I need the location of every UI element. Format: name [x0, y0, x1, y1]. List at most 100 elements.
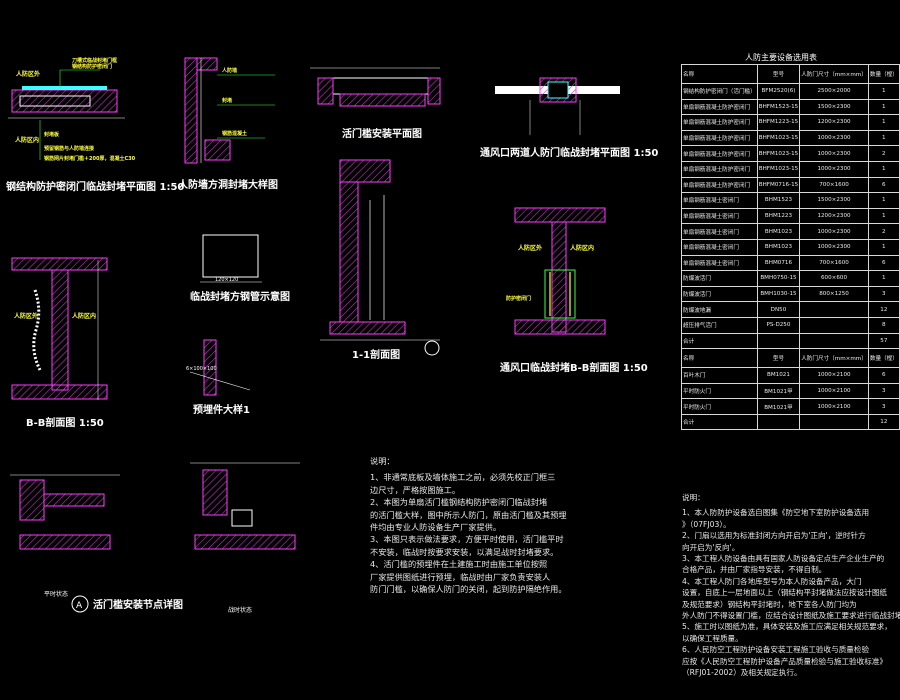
title-section-11: 1-1剖面图 [352, 348, 400, 361]
notes-left-line: 的活门槛大样，图中所示人防门，原由活门槛及其预埋 [370, 509, 567, 520]
table-cell: 1 [867, 114, 900, 131]
title-steel-door-plan: 钢结构防护密闭门临战封堵平面图 1:50 [6, 180, 184, 193]
table-cell: 单扇钢筋混凝土防护密闭门 [681, 176, 758, 194]
table-cell: 单扇钢筋混凝土密闭门 [681, 254, 758, 272]
table-cell: 1 [867, 83, 900, 100]
table-cell: 8 [867, 316, 900, 334]
table-cell: 单扇钢筋混凝土密闭门 [681, 192, 758, 209]
table-cell: 2 [867, 145, 900, 162]
notes-left-line: 厂家提供图纸进行预埋，临战时由厂家负责安装人 [370, 571, 551, 582]
table-cell: 1 [867, 98, 900, 116]
notes-right-line: 2、门扇以选用为标准封闭方向开启为'正向'，逆时针方 [682, 531, 866, 541]
table-cell: 1200×2300 [799, 114, 869, 131]
notes-right-line: 1、本人防防护设备选自图集《防空地下室防护设备选用 [682, 508, 870, 518]
header-cell: 型号 [756, 348, 801, 369]
label-tag3: 钢筋网片封堵门槛＋200厚，混凝土C30 [44, 155, 136, 162]
notes-right-heading: 说明： [682, 493, 705, 502]
table-cell: BM1021 [756, 367, 801, 384]
table-cell: BHFM1023-15 [756, 160, 801, 178]
table-cell: 1 [867, 207, 900, 225]
notes-left-heading: 说明： [370, 456, 395, 466]
table-cell: 单扇钢筋混凝土防护密闭门 [681, 114, 758, 131]
label-flat-state: 平时状态 [44, 590, 68, 598]
title-square-tube: 临战封堵方钢管示意图 [190, 290, 290, 303]
notes-right-line: 及规范要求）钢结构平封堵时，地下室各人防门均为 [682, 599, 857, 609]
table-cell: 1000×2300 [799, 223, 869, 240]
notes-right-line: （RFJ01-2002）及相关规定执行。 [682, 668, 802, 678]
subtotal-cell: 合计 [681, 332, 758, 350]
table-cell: BHM0716 [756, 254, 801, 272]
table-cell: 1 [867, 270, 900, 287]
table-cell: 1500×2300 [799, 98, 869, 116]
table-cell: BMH1030-15 [756, 285, 801, 303]
table-cell: BHM1023 [756, 238, 801, 256]
table-cell: 800×1250 [799, 285, 869, 303]
vent-plan: 通风口两道人防门临战封堵平面图 1:50 [480, 77, 658, 159]
table-cell: BHFM1223-15 [756, 114, 801, 131]
notes-left-line: 防门门槛，以确保人防门的关闭，起到防护隔绝作用。 [370, 584, 567, 595]
table-cell: 单扇钢筋混凝土防护密闭门 [681, 145, 758, 162]
label-civil-area: 人防区外 [16, 70, 40, 78]
table-cell: PS-D250 [756, 316, 801, 334]
table-cell: BHFM1023-15 [756, 145, 801, 162]
table-cell: BHM1223 [756, 207, 801, 225]
label-vent-inner: 人防区内 [570, 244, 594, 252]
table-cell: 6 [867, 176, 900, 194]
title-vent-section: 通风口临战封堵B-B剖面图 1:50 [500, 361, 648, 374]
table-cell: 1 [867, 160, 900, 178]
label-plate-size: 6×100×100 [186, 366, 217, 372]
table-cell: 防爆波活门 [681, 285, 758, 303]
notes-left-line: 边尺寸，严格按图施工。 [370, 484, 461, 495]
notes-left-line: 3、本图只表示做法要求，方便平时使用，活门槛平时 [370, 534, 564, 545]
table-cell: 3 [867, 398, 900, 415]
notes-left-line: 不安装，临战时按要求安装，以满足战时封堵要求。 [370, 546, 559, 557]
notes-left-line: 件均由专业人防设备生产厂家提供。 [370, 522, 502, 533]
label-vent-door: 防护密闭门 [506, 295, 531, 302]
table-cell: 防爆波地漏 [681, 301, 758, 318]
label-layer: 钢筋混凝土 [222, 130, 247, 137]
notes-right: 说明： 1、本人防防护设备选自图集《防空地下室防护设备选用 》（07FJ03）。… [682, 492, 900, 679]
header-cell: 数量（樘） [867, 348, 900, 369]
notes-right-line: 5、施工时以图纸为准，具体安装及施工应满足相关规范要求， [682, 622, 892, 632]
table-cell: BHM1023 [756, 223, 801, 240]
table-cell: BM1021甲 [756, 382, 801, 400]
label-tag1: 钢结构防护密闭门 [72, 63, 112, 70]
label-note-box: 刀槽式临战封堵门框 [72, 57, 117, 64]
table-cell: 1000×2300 [799, 160, 869, 178]
table-cell: 单扇钢筋混凝土密闭门 [681, 238, 758, 256]
label-inner-area: 人防区内 [15, 136, 39, 144]
wall-detail: 人防墙 封堵 钢筋混凝土 人防墙方洞封堵大样图 [178, 57, 278, 191]
table-cell: BMH0750-15 [756, 270, 801, 287]
table-cell: 700×1600 [799, 254, 869, 272]
table-cell: 6 [867, 254, 900, 272]
label-size: 120×120 [215, 277, 238, 283]
equipment-table: 名称型号人防门尺寸（mm×mm）数量（樘）备注钢结构防护密闭门（活门槛）BFM2… [681, 64, 900, 431]
notes-left-line: 1、非通常底板及墙体施工之前，必须先校正门框三 [370, 472, 556, 483]
table-cell: 1500×2300 [799, 192, 869, 209]
table-cell: 12 [867, 301, 900, 318]
title-vent-plan: 通风口两道人防门临战封堵平面图 1:50 [480, 146, 658, 159]
table-cell: 1000×2300 [799, 129, 869, 147]
table-cell: BHM1523 [756, 192, 801, 209]
header-cell: 名称 [681, 64, 758, 84]
table-cell [799, 316, 869, 334]
label-wall: 人防墙 [221, 67, 237, 74]
square-tube: 120×120 临战封堵方钢管示意图 [190, 234, 290, 303]
notes-right-line: 外人防门不得设置门槛，应结合设计图纸及施工要求进行临战封堵施工。 [682, 611, 900, 621]
steel-door-plan: 人防区外 刀槽式临战封堵门框 钢结构防护密闭门 人防区内 封堵板 预留钢筋与人防… [6, 57, 184, 193]
notes-right-line: 向开启为'反向'。 [682, 542, 740, 552]
table-cell: DN50 [756, 301, 801, 318]
notes-left-line: 4、活门槛的预埋件在土建施工时由施工单位按照 [370, 559, 548, 570]
